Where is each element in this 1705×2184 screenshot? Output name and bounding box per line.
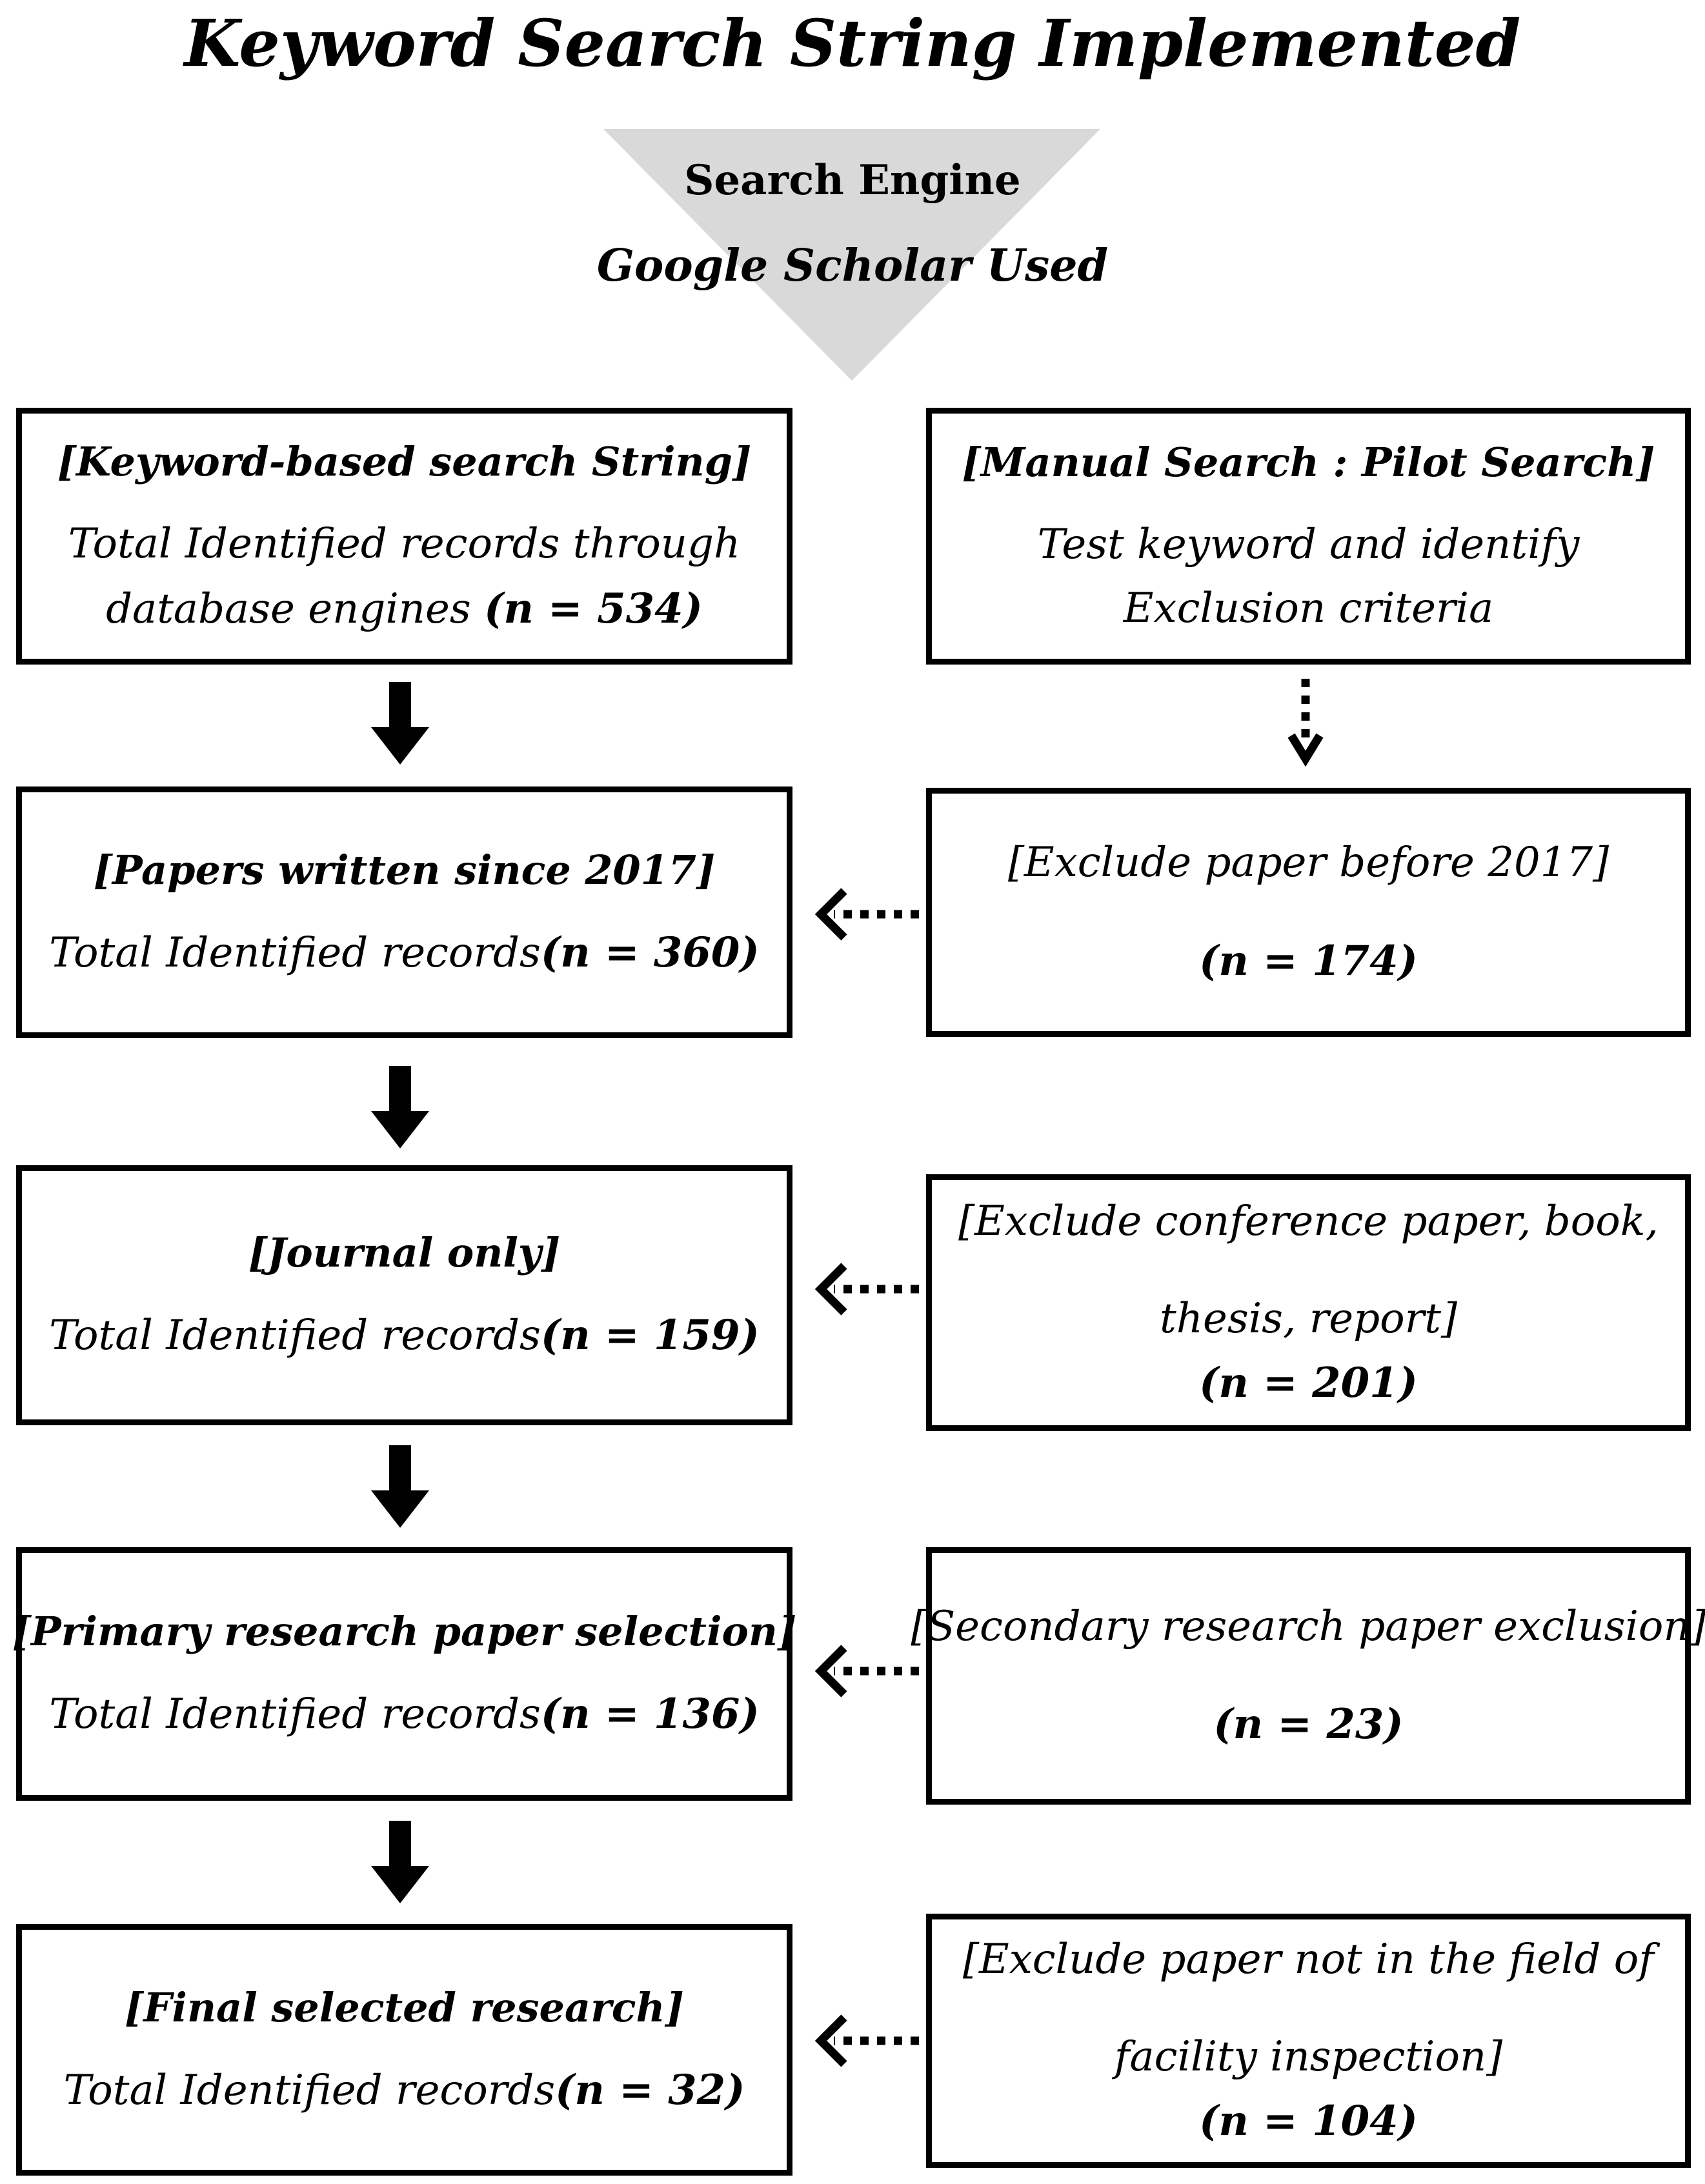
box-text-line: [Exclude conference paper, book, — [958, 1197, 1659, 1245]
box-text-line: (n = 104) — [1199, 2097, 1418, 2146]
box-text-line: [Secondary research paper exclusion] — [911, 1602, 1705, 1650]
box-text-line: Total Identified records(n = 32) — [63, 2065, 745, 2114]
dotted-left-arrow-icon — [814, 1645, 919, 1698]
box-primary-research-paper-selection: [Primary research paper selection] Total … — [12, 1547, 796, 1801]
box-text-line: (n = 201) — [1199, 1359, 1418, 1408]
box-text-line: [Papers written since 2017] — [93, 846, 716, 894]
box-text-line: Total Identified records(n = 136) — [49, 1690, 760, 1739]
dotted-left-arrow-icon — [814, 888, 919, 941]
box-text-line: Total Identified records through — [68, 520, 741, 568]
box-text-line: (n = 23) — [1213, 1700, 1404, 1748]
dotted-down-arrow-icon — [1287, 679, 1324, 766]
box-text-line: facility inspection] — [1114, 2032, 1503, 2081]
box-text-line: [Journal only] — [248, 1229, 561, 1277]
box-manual-search-pilot-search: [Manual Search : Pilot Search] Test keywo… — [926, 408, 1691, 665]
dotted-left-arrow-icon — [814, 2014, 919, 2067]
box-text-line: Test keyword and identify — [1037, 520, 1580, 568]
down-arrow-icon — [371, 1821, 429, 1903]
down-arrow-icon — [371, 1066, 429, 1148]
box-final-selected-research: [Final selected research] Total Identifie… — [16, 1924, 792, 2176]
box-text-line: Total Identified records(n = 360) — [49, 928, 760, 977]
box-papers-written-since-2017: [Papers written since 2017] Total Identif… — [16, 786, 792, 1038]
page-title: Keyword Search String Implemented — [184, 5, 1521, 81]
funnel-title: Search Engine — [684, 156, 1021, 205]
box-exclude-paper-not-facility-inspection: [Exclude paper not in the field of facili… — [926, 1914, 1691, 2168]
down-arrow-icon — [371, 682, 429, 765]
box-text-line: [Keyword-based search String] — [57, 438, 752, 486]
box-text-line: [Exclude paper not in the field of — [963, 1935, 1654, 1983]
box-text-line: [Exclude paper before 2017] — [1007, 839, 1609, 887]
box-text-line: database engines (n = 534) — [106, 584, 703, 633]
box-text-line: Exclusion criteria — [1123, 585, 1494, 633]
box-text-line: thesis, report] — [1160, 1294, 1457, 1343]
box-exclude-conference-book-thesis-report: [Exclude conference paper, book, thesis, … — [926, 1174, 1691, 1431]
box-secondary-research-paper-exclusion: [Secondary research paper exclusion] (n =… — [911, 1547, 1705, 1805]
box-text-line: Total Identified records(n = 159) — [49, 1311, 760, 1360]
funnel-triangle-icon — [603, 129, 1100, 381]
box-text-line: [Primary research paper selection] — [12, 1608, 797, 1656]
box-journal-only: [Journal only] Total Identified records(n… — [16, 1165, 792, 1425]
box-exclude-paper-before-2017: [Exclude paper before 2017] (n = 174) — [926, 788, 1691, 1037]
box-text-line: (n = 174) — [1199, 936, 1418, 985]
box-text-line: [Manual Search : Pilot Search] — [962, 438, 1655, 486]
down-arrow-icon — [371, 1445, 429, 1528]
box-keyword-based-search-string: [Keyword-based search String] Total Ident… — [16, 408, 792, 665]
funnel-subtitle: Google Scholar Used — [596, 240, 1109, 292]
dotted-left-arrow-icon — [814, 1263, 919, 1316]
box-text-line: [Final selected research] — [125, 1983, 684, 2031]
